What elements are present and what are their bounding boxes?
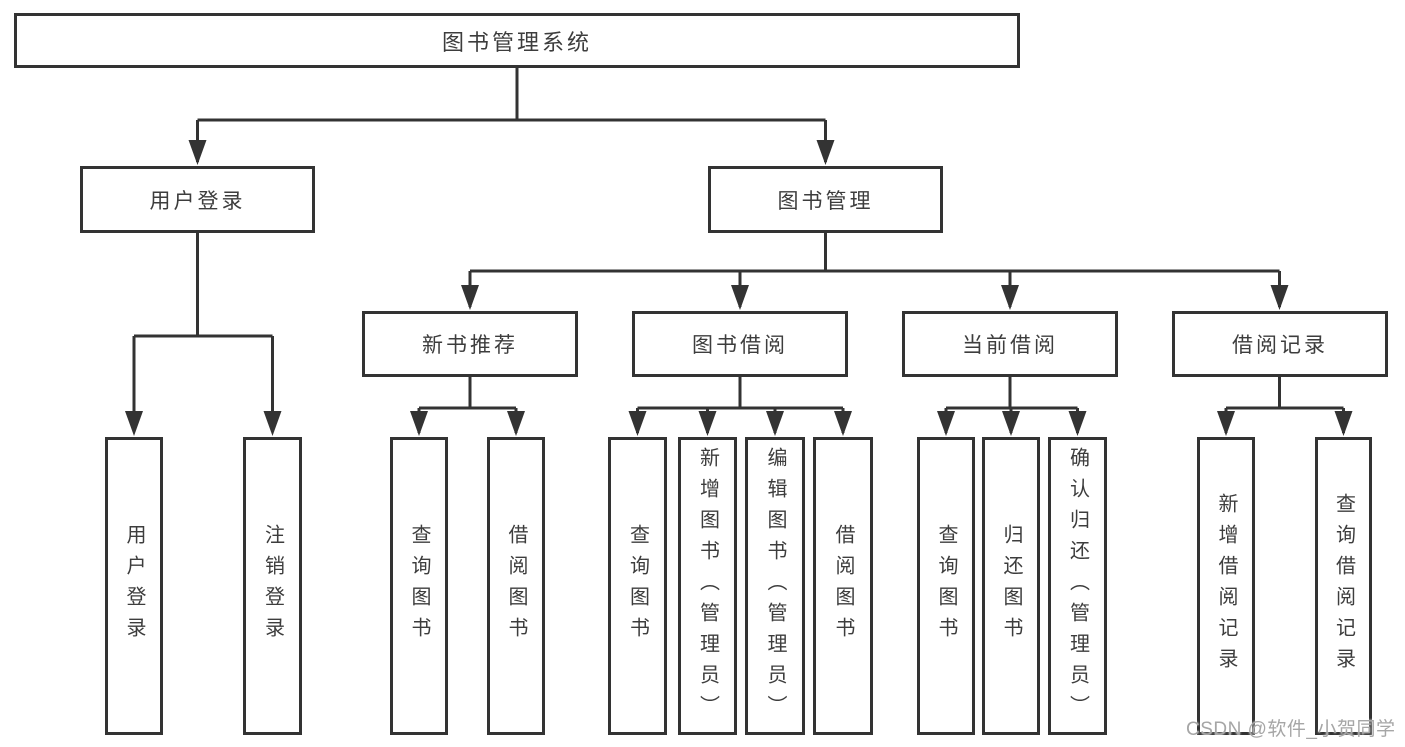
node-label: 编辑图书（管理员） bbox=[764, 446, 786, 726]
arrowhead bbox=[125, 411, 143, 436]
arrowhead bbox=[1068, 411, 1087, 436]
arrowheads bbox=[125, 140, 1353, 436]
arrowhead bbox=[1334, 411, 1353, 436]
node-label: 归还图书 bbox=[1000, 524, 1022, 648]
leaf-query-books-borrowing: 查询图书 bbox=[608, 437, 667, 735]
node-label: 确认归还（管理员） bbox=[1066, 446, 1089, 726]
arrowhead bbox=[507, 411, 525, 436]
node-label: 借阅图书 bbox=[505, 524, 527, 648]
node-book-management: 图书管理 bbox=[708, 166, 943, 233]
node-label: 新书推荐 bbox=[422, 334, 518, 357]
leaf-confirm-return-admin: 确认归还（管理员） bbox=[1048, 437, 1107, 735]
arrowhead bbox=[1001, 285, 1019, 310]
leaf-return-book: 归还图书 bbox=[982, 437, 1040, 735]
arrowhead bbox=[698, 411, 717, 436]
node-label: 图书管理 bbox=[777, 189, 874, 213]
arrowhead bbox=[731, 285, 749, 310]
node-label: 新增借阅记录 bbox=[1215, 493, 1237, 679]
arrowhead bbox=[937, 411, 955, 436]
leaf-borrow-books: 借阅图书 bbox=[813, 437, 873, 735]
arrowhead bbox=[461, 285, 479, 310]
node-label: 用户登录 bbox=[149, 189, 246, 213]
node-label: 查询图书 bbox=[408, 524, 430, 648]
arrowhead bbox=[188, 140, 207, 165]
node-label: 查询借阅记录 bbox=[1332, 493, 1355, 679]
arrowhead bbox=[1217, 411, 1235, 436]
csdn-watermark: CSDN @软件_小贺同学 bbox=[1186, 719, 1396, 740]
arrowhead bbox=[1270, 285, 1289, 310]
arrowhead bbox=[834, 411, 852, 436]
node-label: 借阅图书 bbox=[832, 524, 854, 648]
node-borrow-records: 借阅记录 bbox=[1172, 311, 1388, 377]
connector-lines bbox=[132, 68, 1345, 433]
node-label: 用户登录 bbox=[123, 524, 145, 648]
node-user-login: 用户登录 bbox=[80, 166, 315, 233]
arrowhead bbox=[263, 411, 282, 436]
leaf-add-borrow-record: 新增借阅记录 bbox=[1197, 437, 1255, 735]
arrowhead bbox=[628, 411, 647, 436]
arrowhead bbox=[410, 411, 428, 436]
node-label: 查询图书 bbox=[626, 524, 649, 648]
node-current-borrowing: 当前借阅 bbox=[902, 311, 1118, 377]
node-label: 图书借阅 bbox=[692, 334, 788, 357]
leaf-edit-book-admin: 编辑图书（管理员） bbox=[745, 437, 805, 735]
arrowhead bbox=[816, 140, 835, 165]
node-label: 注销登录 bbox=[261, 524, 284, 648]
leaf-logout: 注销登录 bbox=[243, 437, 302, 735]
node-label: 查询图书 bbox=[935, 524, 957, 648]
arrowhead bbox=[1002, 411, 1020, 436]
node-library-management-system: 图书管理系统 bbox=[14, 13, 1020, 68]
leaf-query-borrow-record: 查询借阅记录 bbox=[1315, 437, 1372, 735]
node-label: 借阅记录 bbox=[1232, 334, 1328, 357]
leaf-user-login: 用户登录 bbox=[105, 437, 163, 735]
arrowhead bbox=[766, 411, 784, 436]
node-label: 当前借阅 bbox=[962, 334, 1058, 357]
leaf-query-books-recommend: 查询图书 bbox=[390, 437, 448, 735]
leaf-add-book-admin: 新增图书（管理员） bbox=[678, 437, 737, 735]
node-book-borrowing: 图书借阅 bbox=[632, 311, 848, 377]
leaf-query-books-current: 查询图书 bbox=[917, 437, 975, 735]
node-new-book-recommend: 新书推荐 bbox=[362, 311, 578, 377]
node-label: 新增图书（管理员） bbox=[696, 446, 719, 726]
leaf-borrow-books-recommend: 借阅图书 bbox=[487, 437, 545, 735]
node-label: 图书管理系统 bbox=[441, 29, 592, 55]
